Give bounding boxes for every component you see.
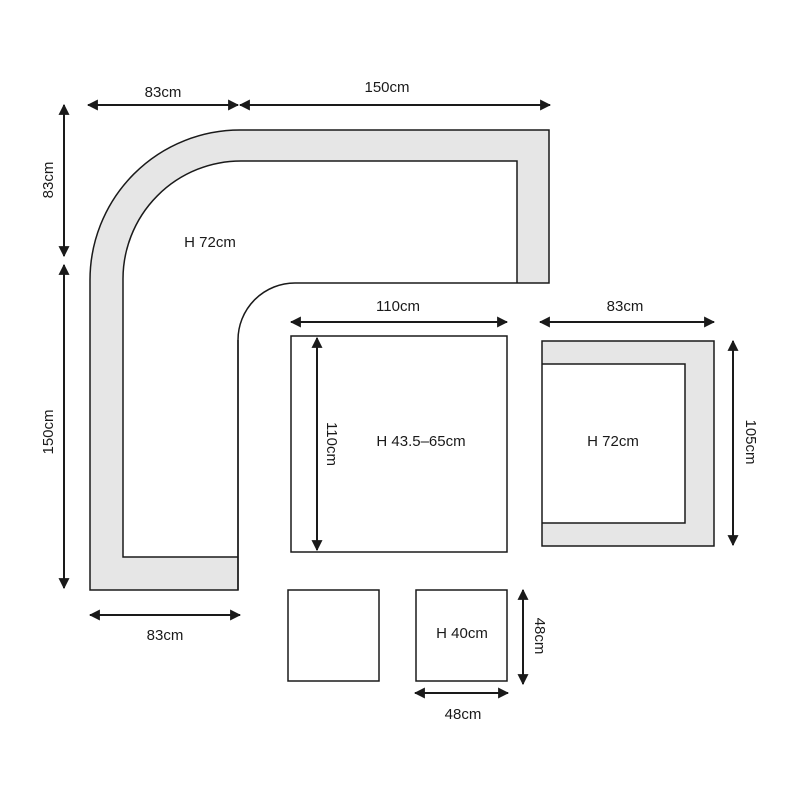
stool-right: H 40cm 48cm 48cm [413, 588, 548, 723]
dim-top-left-label: 83cm [145, 84, 182, 101]
dim-bottom-label: 83cm [147, 627, 184, 644]
corner-sofa: 83cm 150cm 83cm 150cm 83cm H 72cm [40, 79, 552, 644]
table-width-label: 110cm [376, 298, 420, 315]
armchair-width-label: 83cm [607, 298, 644, 315]
table-depth-label: 110cm [323, 422, 340, 466]
stool-left-outline [287, 589, 380, 682]
stool-height: H 40cm [436, 625, 488, 642]
dim-left-top-label: 83cm [40, 162, 57, 199]
armchair-height: H 72cm [587, 433, 639, 450]
stool-width-label: 48cm [445, 706, 482, 723]
table: 110cm 110cm H 43.5–65cm [289, 298, 509, 553]
corner-sofa-height: H 72cm [184, 234, 236, 251]
stool-right-outline [415, 589, 508, 682]
table-outline [290, 335, 508, 553]
dim-top-right-label: 150cm [364, 79, 409, 96]
armchair: 83cm 105cm H 72cm [538, 298, 759, 547]
dim-left-bottom-label: 150cm [40, 409, 57, 454]
corner-sofa-outer [89, 129, 550, 591]
armchair-depth-label: 105cm [742, 419, 759, 464]
armchair-outline [541, 340, 715, 547]
stool-depth-label: 48cm [531, 618, 548, 655]
table-height: H 43.5–65cm [376, 433, 465, 450]
stool-left [287, 589, 380, 682]
